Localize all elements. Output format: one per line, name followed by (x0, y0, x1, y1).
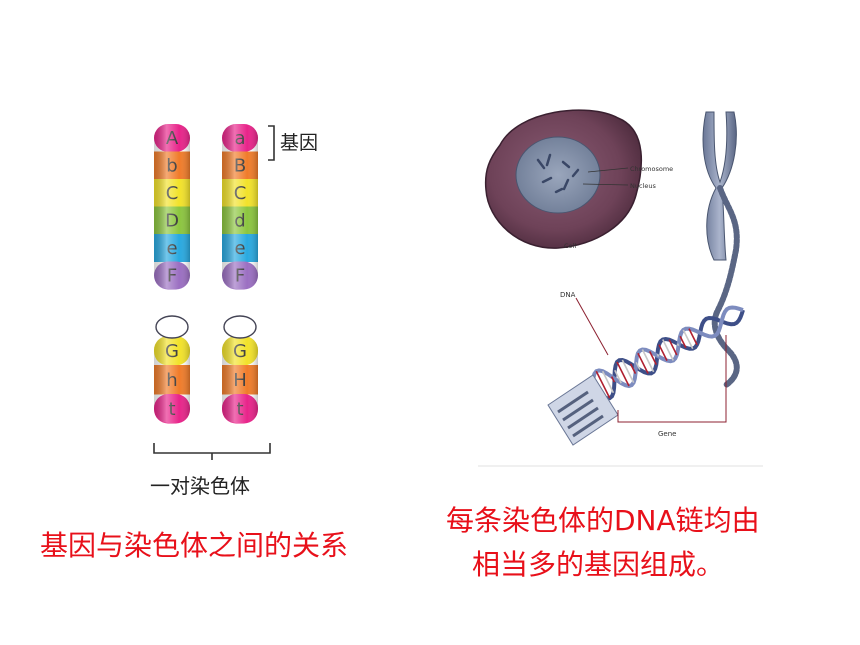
dna-base-pair (668, 339, 678, 356)
chromosome-left-shading (154, 336, 190, 423)
dna-base-pair (682, 329, 694, 350)
nucleus-illustration (515, 136, 601, 214)
dna-base-pair (635, 361, 641, 371)
chromosome-right-shading (222, 124, 258, 289)
dna-base-pair (637, 352, 649, 374)
dna-base-pair (688, 328, 698, 346)
chromosome-left-centromere (155, 315, 189, 339)
dna-base-pair (610, 376, 616, 383)
pair-label: 一对染色体 (150, 474, 250, 498)
dna-base-pair (616, 361, 630, 387)
dna-ladder-illustration (547, 374, 619, 446)
dna-base-pair (601, 370, 615, 394)
gene-figure-label: Gene (658, 430, 676, 438)
chromosome-right-centromere (223, 315, 257, 339)
pair-bracket (153, 443, 271, 460)
dna-base-pair (658, 344, 668, 362)
dna-base-pair (662, 339, 674, 361)
dna-base-pair (679, 335, 687, 349)
dna-base-pair (614, 369, 622, 384)
cell-chromosome-dna-figure: Chromosome Nucleus Cell DNA Gene (478, 109, 763, 467)
dna-label: DNA (560, 291, 576, 299)
dna-base-pair (676, 343, 680, 347)
dna-base-pair (648, 351, 658, 365)
dna-base-pair (629, 363, 637, 374)
nucleus-label: Nucleus (630, 182, 656, 190)
caption-dna-line-1: 每条染色体的DNA链均由 (446, 504, 760, 537)
dna-base-pair (641, 349, 655, 373)
cell-illustration (484, 109, 643, 249)
caption-dna-line-2: 相当多的基因组成。 (472, 548, 725, 581)
dna-helix-illustration (591, 305, 745, 401)
gene-bracket (268, 125, 275, 161)
chromosome-label: Chromosome (630, 165, 673, 173)
dna-base-pair (621, 359, 635, 383)
chromosome-pair-figure: AbCDeFGht aBCdeFGHt 基因 一对染色体 (150, 124, 318, 498)
dna-base-pair (656, 353, 660, 357)
chromosome-left-shading (154, 124, 190, 289)
gene-pointer (617, 335, 727, 423)
dna-base-pair (595, 370, 611, 399)
gene-label: 基因 (280, 132, 318, 154)
chromosome-left: AbCDeFGht (154, 124, 190, 424)
chromosome-right: aBCdeFGHt (222, 124, 258, 424)
chromosome-right-shading (222, 336, 258, 423)
chromosome-x-illustration (702, 111, 740, 388)
cell-label: Cell (564, 242, 576, 250)
caption-gene-chromosome-relation: 基因与染色体之间的关系 (40, 529, 349, 562)
